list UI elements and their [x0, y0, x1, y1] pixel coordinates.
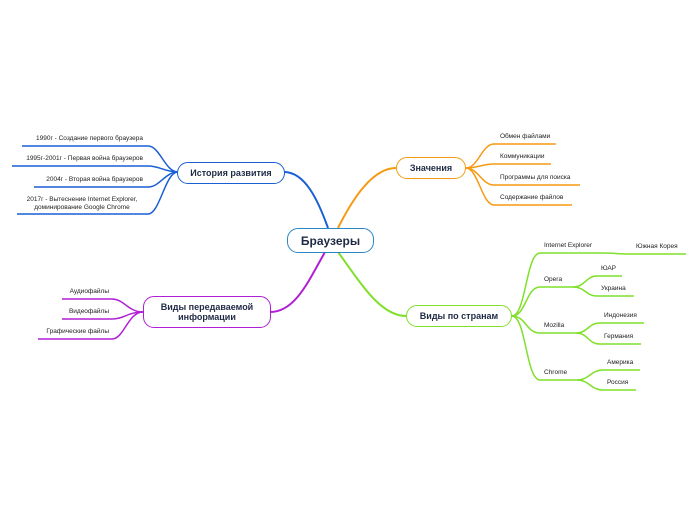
connector-mozilla-germany [575, 332, 601, 345]
connector-opera-ukraine [572, 286, 598, 297]
leaf-browser-ie[interactable]: Internet Explorer [544, 242, 593, 249]
connector-root-meaning [337, 167, 397, 229]
connector-meaning-4 [465, 167, 495, 206]
leaf-country-south-korea[interactable]: Южная Корея [636, 243, 678, 250]
connector-history-2 [147, 165, 179, 173]
leaf-country-germany[interactable]: Германия [604, 333, 634, 340]
leaf-meaning-4[interactable]: Содержание файлов [500, 194, 564, 201]
root-node[interactable]: Браузеры [287, 228, 374, 253]
leaf-info-2[interactable]: Видеофайлы [68, 308, 109, 315]
connector-mozilla-indonesia [575, 322, 601, 334]
branch-node-info-label: Виды передаваемой информации [160, 302, 254, 322]
connector-info-1 [111, 298, 144, 313]
branch-node-meaning[interactable]: Значения [396, 157, 466, 179]
connector-history-4 [147, 171, 179, 215]
connector-countries-opera [511, 286, 541, 317]
connector-opera-uar [572, 275, 598, 288]
connector-meaning-2 [465, 163, 495, 169]
leaf-info-1[interactable]: Аудиофайлы [69, 288, 109, 295]
connector-ie-korea [602, 252, 631, 255]
branch-node-history-label: История развития [190, 168, 272, 178]
leaf-country-ukraine[interactable]: Украина [601, 285, 626, 292]
branch-node-meaning-label: Значения [409, 163, 453, 173]
leaf-country-uar[interactable]: ЮАР [601, 265, 617, 272]
leaf-meaning-1[interactable]: Обмен файлами [500, 133, 551, 140]
connector-root-history [283, 171, 329, 229]
leaf-info-3[interactable]: Графические файлы [46, 328, 109, 335]
leaf-browser-mozilla[interactable]: Mozilla [544, 322, 565, 329]
leaf-country-russia[interactable]: Россия [607, 379, 629, 386]
connector-info-3 [111, 311, 144, 340]
connector-countries-ie [511, 252, 541, 317]
leaf-meaning-3[interactable]: Программы для поиска [500, 174, 571, 181]
leaf-browser-chrome[interactable]: Chrome [544, 369, 568, 376]
connector-root-info [269, 251, 326, 313]
leaf-country-indonesia[interactable]: Индонезия [604, 312, 637, 319]
leaf-history-2[interactable]: 1995г-2001г - Первая война браузеров [26, 155, 143, 162]
leaf-country-america[interactable]: Америка [607, 359, 634, 366]
connector-countries-chrome [511, 315, 541, 381]
root-node-label: Браузеры [300, 233, 361, 248]
leaf-meaning-2[interactable]: Коммуникации [500, 153, 545, 160]
connector-root-countries [337, 251, 407, 317]
leaf-history-4[interactable]: 2017г - Вытеснение Internet Explorer, до… [26, 196, 138, 211]
leaf-history-1[interactable]: 1990г - Создание первого браузера [35, 135, 143, 142]
leaf-browser-opera[interactable]: Opera [544, 276, 563, 283]
leaf-history-3[interactable]: 2004г - Вторая война браузеров [46, 176, 143, 183]
connector-chrome-russia [576, 379, 604, 391]
branch-node-history[interactable]: История развития [177, 162, 285, 184]
branch-node-countries-label: Виды по странам [419, 311, 499, 321]
connector-chrome-america [576, 369, 604, 381]
branch-node-countries[interactable]: Виды по странам [406, 305, 512, 327]
connector-history-1 [147, 145, 179, 173]
branch-node-info[interactable]: Виды передаваемой информации [143, 296, 271, 328]
